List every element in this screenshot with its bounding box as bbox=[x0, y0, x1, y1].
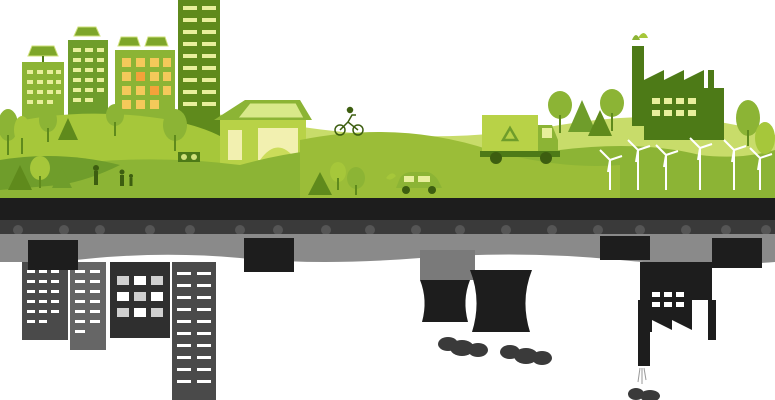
leaf-icon bbox=[632, 33, 648, 40]
trees-front bbox=[8, 156, 365, 195]
gray-building-3 bbox=[110, 262, 170, 338]
black-blocks bbox=[28, 236, 762, 272]
recycle-icon bbox=[500, 125, 520, 142]
solar-panel-icon bbox=[27, 45, 59, 62]
gray-band bbox=[0, 234, 775, 265]
black-factory bbox=[632, 262, 716, 384]
wind-turbine-icon bbox=[599, 137, 773, 190]
polluted-city bbox=[0, 220, 775, 400]
inverted-cars bbox=[0, 220, 775, 235]
middle-slope bbox=[300, 132, 620, 198]
people bbox=[93, 165, 133, 186]
recycling-truck bbox=[480, 115, 560, 164]
gray-tower bbox=[172, 262, 216, 400]
bench bbox=[178, 152, 200, 162]
cooling-tower-icon bbox=[420, 250, 532, 332]
green-factory bbox=[632, 33, 724, 140]
divider-band bbox=[0, 198, 775, 220]
solar-panel-icon bbox=[117, 36, 169, 47]
cyclist-icon bbox=[334, 106, 364, 136]
trees-right bbox=[548, 89, 775, 154]
solar-panel-icon bbox=[73, 26, 101, 37]
solar-panel-icon bbox=[236, 102, 305, 119]
leaf-icon bbox=[386, 173, 396, 180]
electric-car-icon bbox=[386, 172, 442, 194]
green-city bbox=[0, 0, 775, 200]
gray-building-1 bbox=[22, 262, 68, 340]
gray-building-2 bbox=[70, 262, 106, 350]
smoke-cloud-icon bbox=[438, 337, 660, 400]
